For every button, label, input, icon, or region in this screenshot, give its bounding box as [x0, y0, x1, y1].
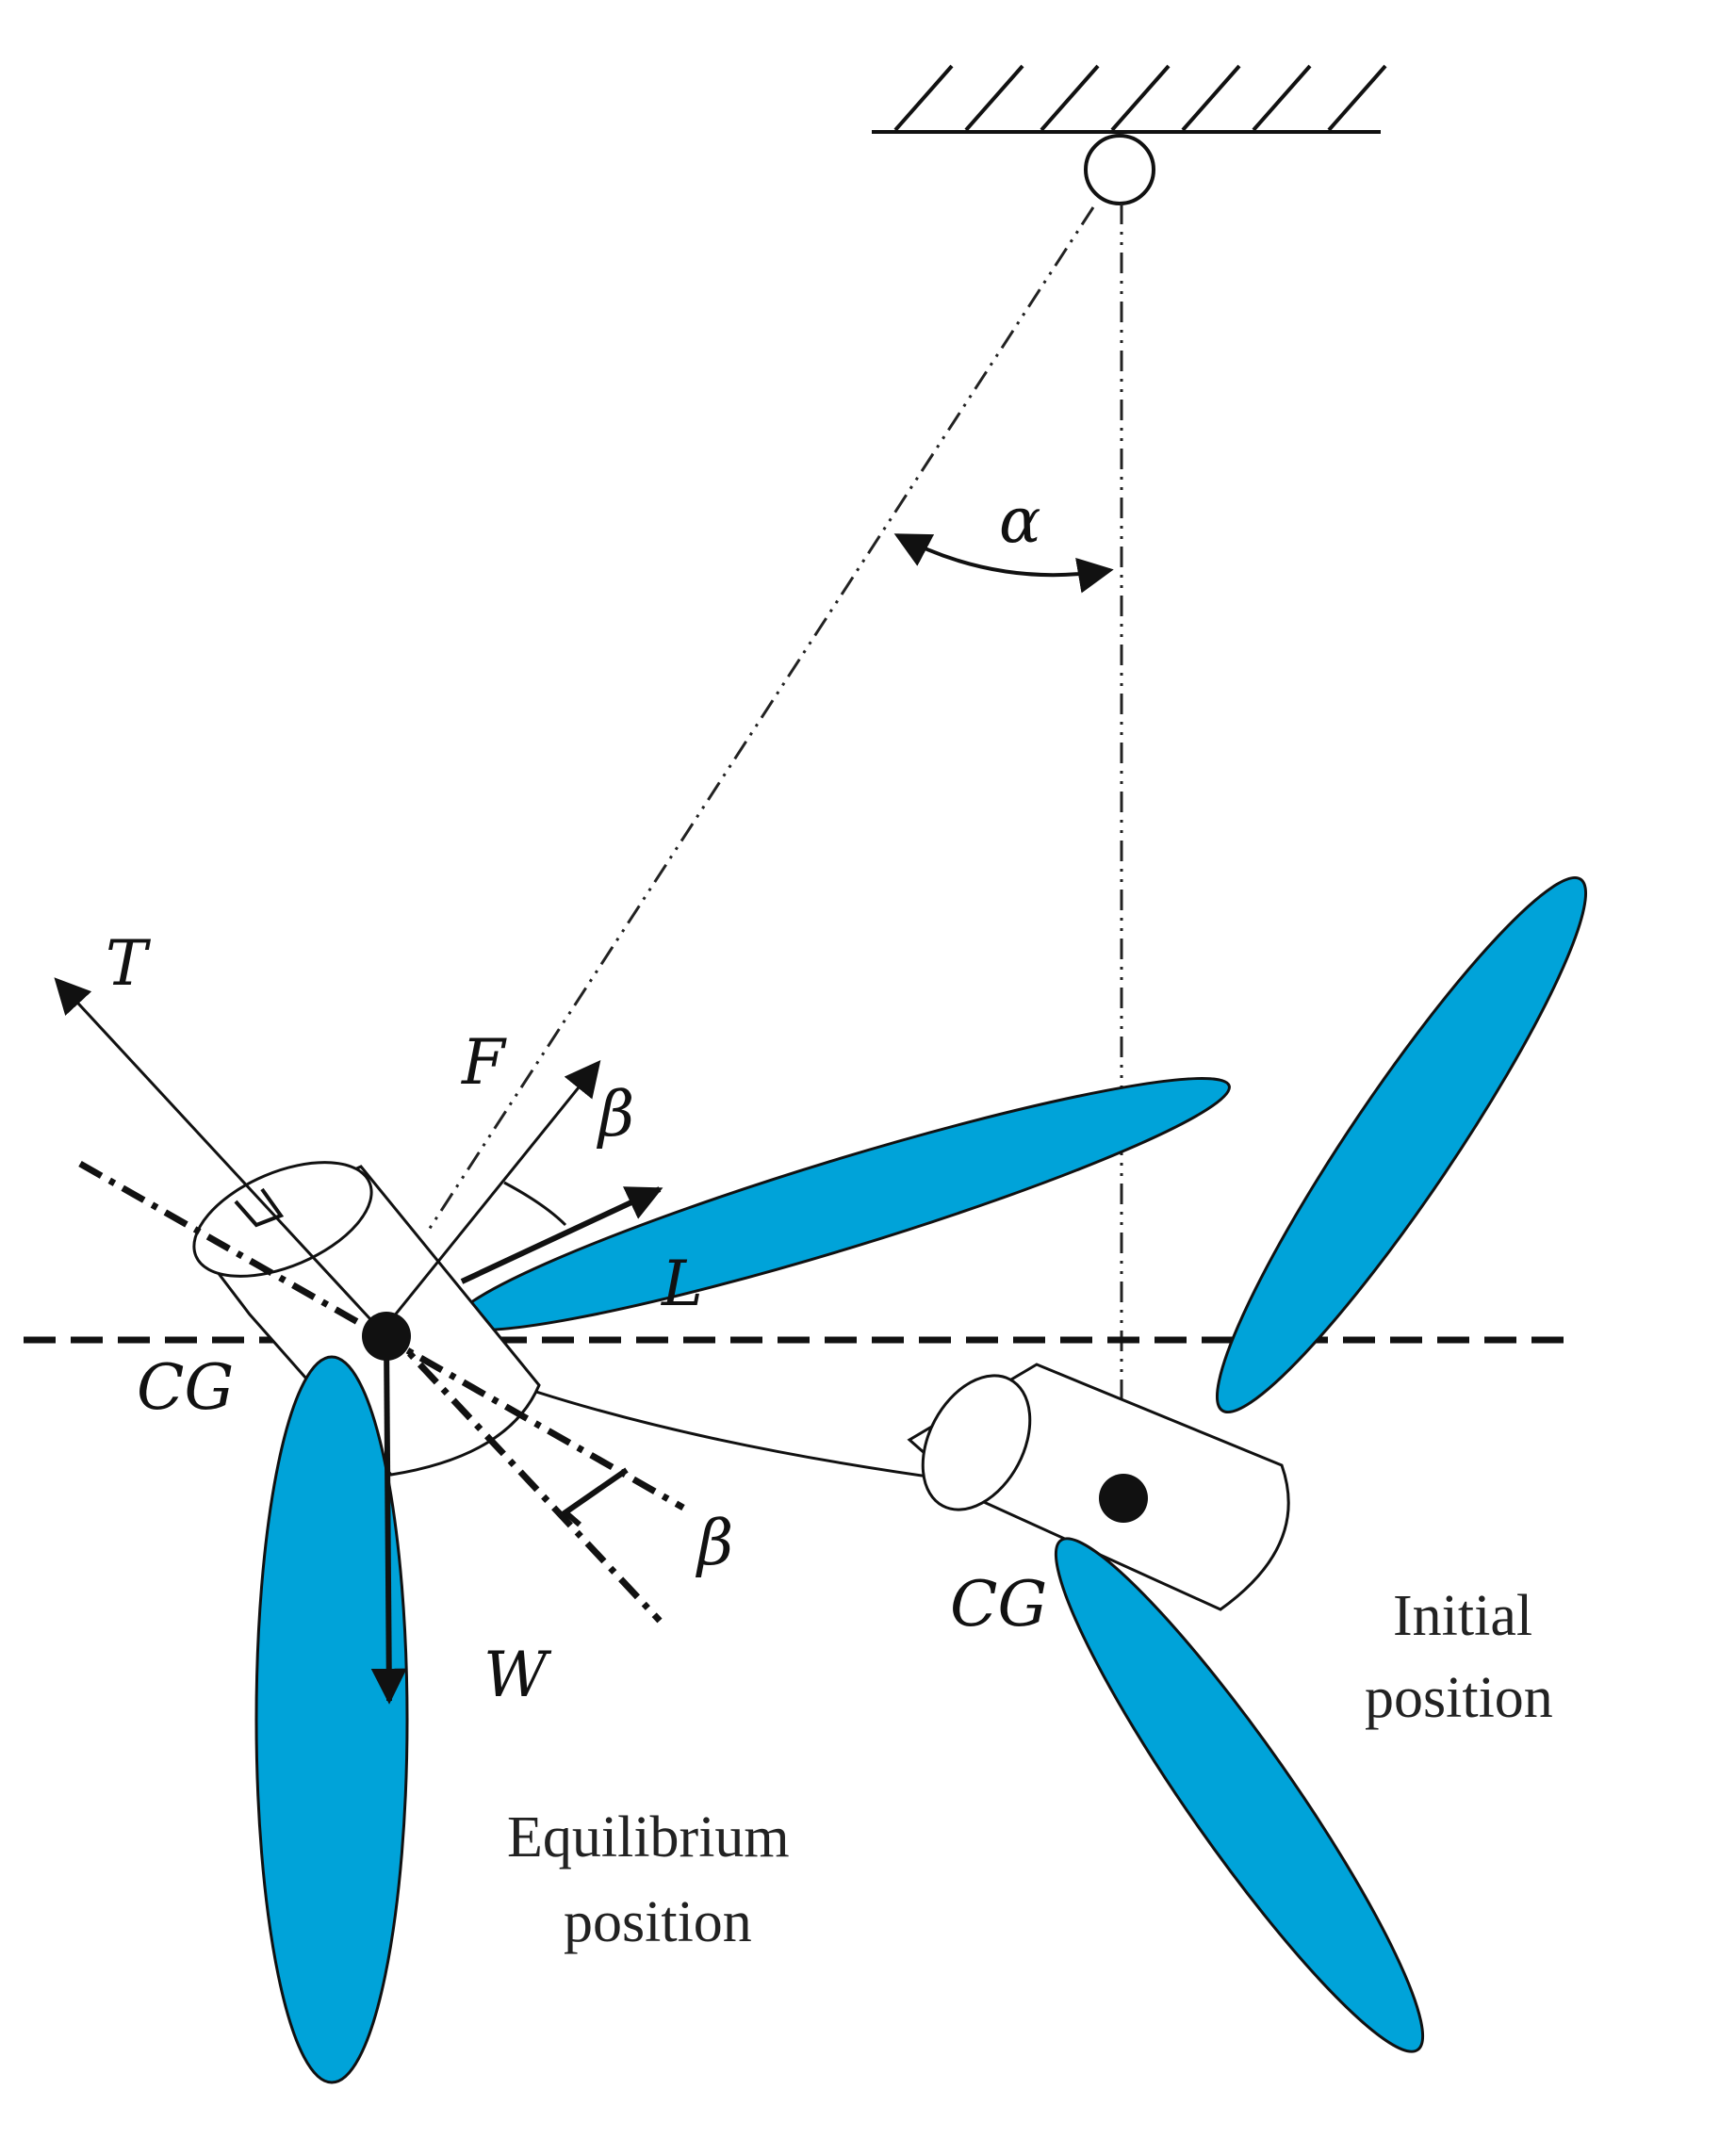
equilibrium-label-line1: Equilibrium [507, 1805, 790, 1870]
weight-label: W [483, 1639, 552, 1711]
beta-reference-line [384, 1326, 663, 1624]
inclined-string [427, 206, 1095, 1231]
equilibrium-position-drone [192, 1076, 1231, 2084]
lift-vector [460, 1186, 663, 1284]
cg-right-label: CG [950, 1568, 1047, 1641]
equilibrium-cg-point [362, 1312, 411, 1361]
force-label: F [461, 1026, 507, 1099]
thrust-label: T [106, 927, 152, 1000]
alpha-symbol: α [999, 484, 1041, 557]
beta-upper-label: β [596, 1078, 634, 1151]
beta-angle-marker-lower [561, 1467, 629, 1527]
initial-body-end [921, 1374, 1032, 1511]
initial-blade-lower [1054, 1537, 1425, 2053]
equilibrium-label-line2: position [564, 1890, 752, 1954]
right-angle-marker-top [234, 1187, 285, 1228]
alpha-arc [893, 533, 1114, 594]
pivot-joint [1084, 134, 1155, 205]
initial-label-line1: Initial [1393, 1584, 1532, 1648]
cg-left-label: CG [137, 1351, 234, 1424]
initial-position-drone [907, 875, 1588, 2053]
initial-cg-point [1099, 1474, 1148, 1523]
beta-lower-label: β [695, 1507, 733, 1579]
beta-arc-upper [503, 1181, 567, 1227]
initial-label-line2: position [1365, 1666, 1553, 1730]
force-vector [380, 1060, 601, 1332]
ceiling [872, 64, 1387, 134]
initial-blade-upper [1215, 875, 1588, 1414]
equilibrium-body-end [192, 1161, 373, 1278]
weight-vector [370, 1337, 407, 1705]
lift-label: L [661, 1248, 703, 1320]
thrust-vector [54, 977, 384, 1333]
equilibrium-blade-lower [254, 1355, 409, 2084]
